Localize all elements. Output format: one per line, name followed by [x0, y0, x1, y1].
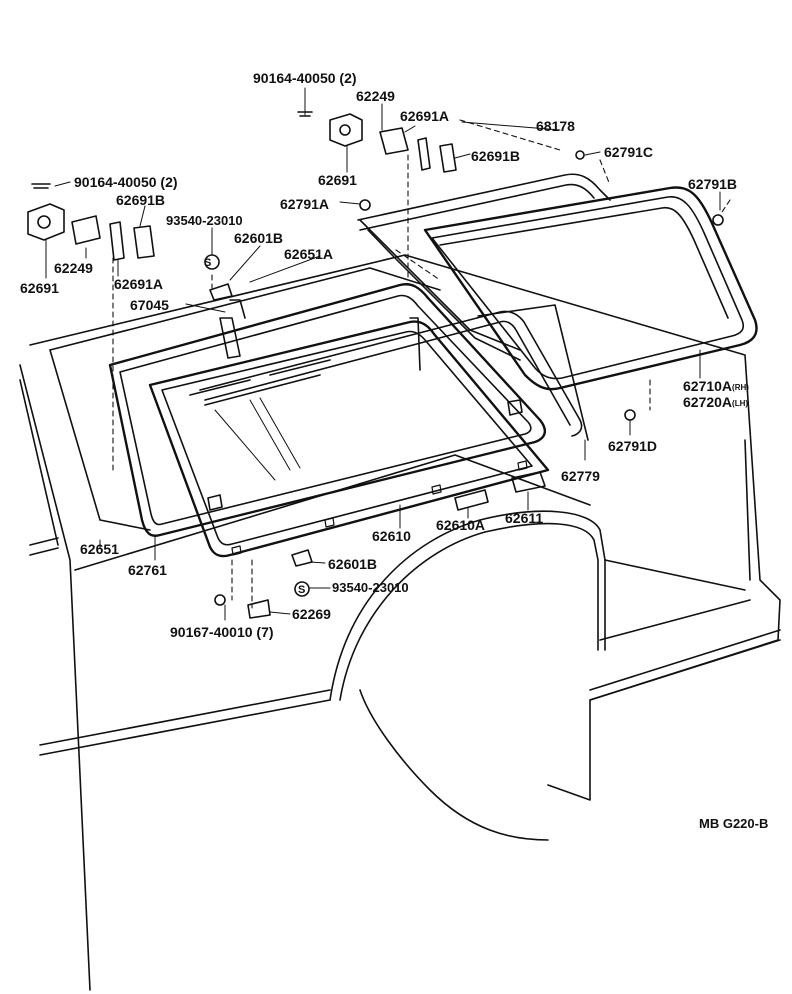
- label-62651A: 62651A: [284, 246, 334, 262]
- label-62651: 62651: [80, 541, 119, 557]
- label-62691B-left: 62691B: [116, 192, 166, 208]
- weatherstrip-68178: [357, 173, 611, 361]
- label-90167: 90167-40010 (7): [170, 624, 274, 640]
- label-62691A-left: 62691A: [114, 276, 164, 292]
- fasteners: [204, 150, 724, 619]
- window-frame-62761: [49, 267, 547, 537]
- label-62720A: 62720A(LH): [683, 394, 748, 412]
- s-mark-bottom: S: [298, 584, 306, 596]
- label-62720A-suffix: (LH): [732, 399, 749, 408]
- label-93540-top: 93540-23010: [166, 213, 243, 228]
- hinge-left-62691: [27, 183, 155, 261]
- run-channel-62779: [199, 304, 589, 441]
- label-62691-left: 62691: [20, 280, 59, 296]
- label-62249-left: 62249: [54, 260, 93, 276]
- label-62779: 62779: [561, 468, 600, 484]
- label-62761: 62761: [128, 562, 167, 578]
- leader-lines: [45, 87, 721, 621]
- hinge-top-62691: [297, 111, 457, 173]
- label-62791B: 62791B: [688, 176, 738, 192]
- label-62691-top: 62691: [318, 172, 357, 188]
- label-62710A-suffix: (RH): [732, 383, 749, 392]
- label-62720A-number: 62720A: [683, 394, 733, 410]
- label-62610: 62610: [372, 528, 411, 544]
- figure-code: MB G220-B: [699, 816, 769, 831]
- label-62791A: 62791A: [280, 196, 330, 212]
- label-90164-left: 90164-40050 (2): [74, 174, 178, 190]
- label-62691B-top: 62691B: [471, 148, 521, 164]
- label-62710A-number: 62710A: [683, 378, 733, 394]
- label-62691A-top: 62691A: [400, 108, 450, 124]
- rail-62651: [219, 299, 421, 371]
- label-62791D: 62791D: [608, 438, 658, 454]
- assembly-dashed-lines: [112, 119, 731, 609]
- label-62249-top: 62249: [356, 88, 395, 104]
- sliding-glass-62610: [148, 320, 550, 558]
- label-62269: 62269: [292, 606, 331, 622]
- label-68178: 68178: [536, 118, 575, 134]
- label-62611: 62611: [505, 510, 544, 526]
- label-67045: 67045: [130, 297, 169, 313]
- label-62610A: 62610A: [436, 517, 486, 533]
- rear-glass-62710A: [423, 186, 758, 391]
- label-62601B-bottom: 62601B: [328, 556, 378, 572]
- glass-clips: [231, 460, 528, 556]
- label-62601B-top: 62601B: [234, 230, 284, 246]
- label-93540-bottom: 93540-23010: [332, 580, 409, 595]
- label-62791C: 62791C: [604, 144, 654, 160]
- s-mark-top: S: [204, 257, 212, 269]
- wheel-arch: [329, 510, 606, 841]
- label-90164-top: 90164-40050 (2): [253, 70, 357, 86]
- body-panel-outline: [19, 254, 781, 991]
- label-62710A: 62710A(RH): [683, 378, 749, 396]
